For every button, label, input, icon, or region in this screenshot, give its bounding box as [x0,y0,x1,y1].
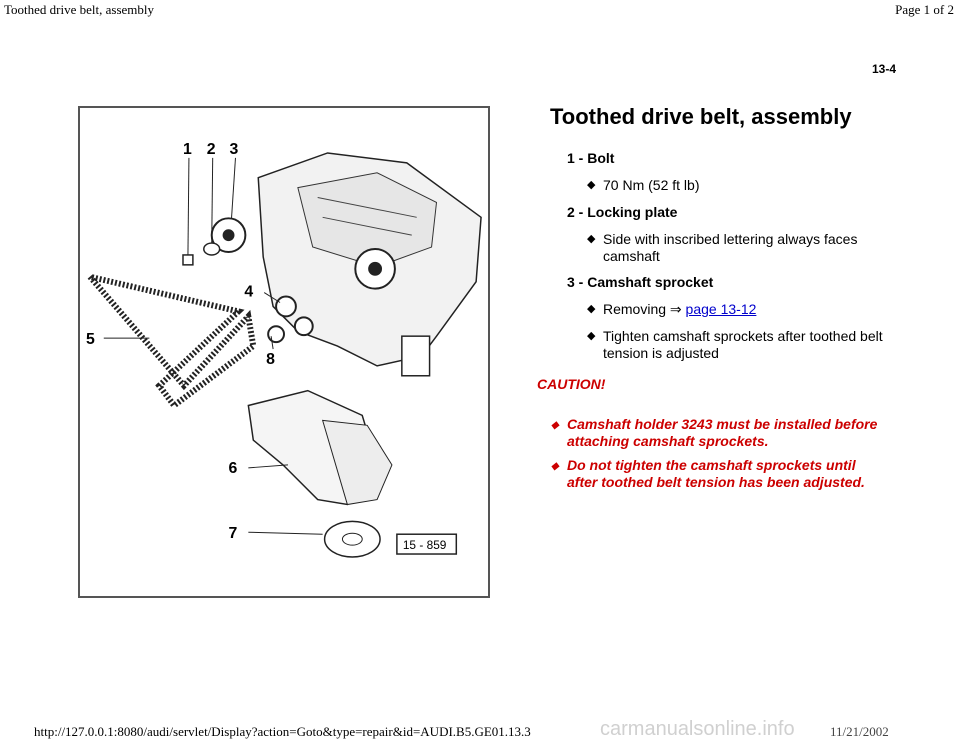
arrow-icon: ⇒ [669,301,682,317]
item-2-bullet-1: ◆ Side with inscribed lettering always f… [587,231,858,264]
callout-6: 6 [229,460,238,477]
page-link[interactable]: page 13-12 [685,301,757,317]
engine-illustration: 1 2 3 4 5 6 7 8 15 - 859 [81,141,482,558]
footer-url[interactable]: http://127.0.0.1:8080/audi/servlet/Displ… [34,724,531,739]
header-page-indicator: Page 1 of 2 [895,2,954,17]
diamond-icon: ◆ [551,420,559,431]
diamond-icon: ◆ [587,303,596,315]
caution-item-2: ◆ Do not tighten the camshaft sprockets … [551,457,865,490]
watermark: carmanualsonline.info [600,718,795,740]
page-number: 13-4 [872,62,897,76]
page-title: Toothed drive belt, assembly [550,104,852,129]
figure-reference: 15 - 859 [403,538,447,552]
tensioner-roller [275,295,297,318]
callout-7: 7 [229,525,238,542]
idler-roller [293,316,314,337]
callout-8: 8 [266,351,275,368]
item-1-label: 1 - Bolt [567,150,615,166]
item-3-label: 3 - Camshaft sprocket [567,274,714,290]
item-3-bullet-2: ◆ Tighten camshaft sprockets after tooth… [587,328,883,361]
page-header: Toothed drive belt, assembly Page 1 of 2 [0,0,960,22]
crankshaft-sprocket [267,325,285,344]
callout-1: 1 [183,141,192,158]
locking-plate-part [203,242,221,256]
item-1-bullet-1: ◆ 70 Nm (52 ft lb) [587,177,700,193]
header-title: Toothed drive belt, assembly [4,2,155,17]
item-2-label: 2 - Locking plate [567,204,678,220]
caution-item-1: ◆ Camshaft holder 3243 must be installed… [551,416,878,449]
toothed-belt [81,271,257,410]
diamond-icon: ◆ [587,330,596,342]
footer-date: 11/21/2002 [830,724,889,739]
bolt-part [182,254,194,266]
assembly-diagram: 1 2 3 4 5 6 7 8 15 - 859 [78,106,490,598]
caution-label: CAUTION! [537,376,606,392]
callout-4: 4 [244,284,253,301]
item-3-bullet-1: ◆ Removing ⇒ page 13-12 [587,301,757,317]
page-footer: carmanualsonline.info http://127.0.0.1:8… [0,718,960,742]
oil-filter [401,335,431,377]
figure-reference-box [396,533,458,555]
callout-2: 2 [207,141,216,158]
intake-manifold-shape [297,172,438,268]
callout-3: 3 [230,141,239,158]
callout-5: 5 [86,331,95,348]
diamond-icon: ◆ [587,233,596,245]
diamond-icon: ◆ [587,179,596,191]
diamond-icon: ◆ [551,461,559,472]
